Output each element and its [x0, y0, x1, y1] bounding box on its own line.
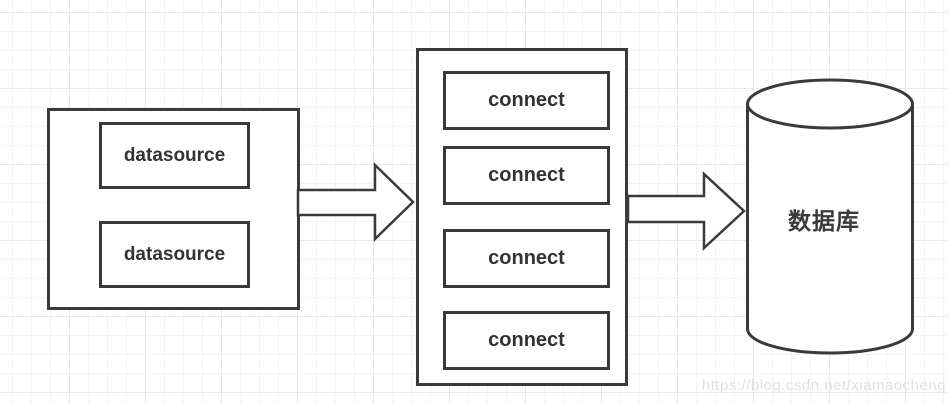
connect-node: connect: [443, 311, 610, 370]
datasource-node-label: datasource: [123, 243, 226, 265]
datasource-node: datasource: [99, 122, 250, 189]
connect-node-label: connect: [488, 247, 565, 269]
datasource-node: datasource: [99, 221, 250, 288]
database-label: 数据库: [788, 208, 860, 234]
connect-node-label: connect: [488, 89, 565, 111]
connect-node-label: connect: [488, 329, 565, 351]
block-arrow-right-icon: [296, 162, 415, 242]
connection-pool-box: connect connect connect connect: [416, 48, 628, 386]
connect-node: connect: [443, 146, 610, 205]
connect-node: connect: [443, 229, 610, 288]
connect-node: connect: [443, 71, 610, 130]
datasource-node-label: datasource: [123, 144, 226, 166]
watermark-text: https://blog.csdn.net/xiamaocheng: [701, 377, 946, 394]
database-cylinder-icon: [746, 78, 914, 355]
block-arrow-right-icon: [626, 171, 746, 251]
datasource-group-box: datasource datasource: [47, 108, 300, 310]
connect-node-label: connect: [488, 164, 565, 186]
